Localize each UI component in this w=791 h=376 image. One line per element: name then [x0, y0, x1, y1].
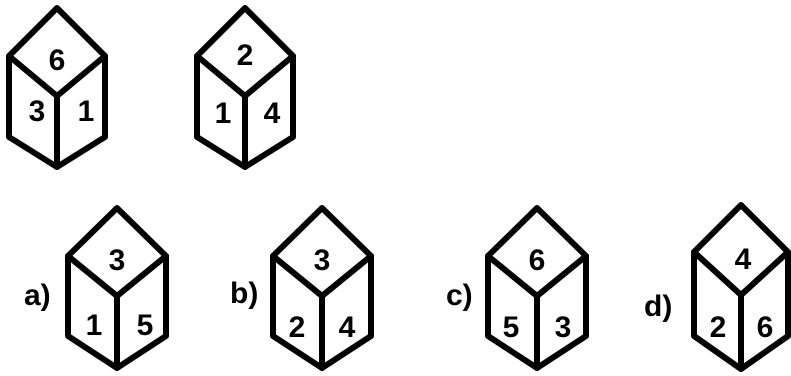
given-cube-1-right-face: 1: [78, 95, 95, 128]
given-cube-2: 2 1 4: [194, 5, 296, 170]
option-a-label: a): [24, 279, 51, 312]
option-c-label: c): [446, 279, 473, 312]
given-cube-2-left-face: 1: [215, 97, 232, 130]
option-a-right-face: 5: [137, 309, 154, 342]
option-a-top-face: 3: [109, 244, 126, 277]
option-c-left-face: 5: [503, 311, 520, 344]
given-cube-1-left-face: 3: [29, 95, 46, 128]
option-b-right-face: 4: [339, 311, 356, 344]
option-c[interactable]: c) 6 5 3: [446, 205, 589, 371]
given-cube-1: 6 3 1: [6, 5, 108, 170]
option-b-label: b): [230, 277, 258, 310]
option-d-left-face: 2: [710, 311, 727, 344]
option-a-left-face: 1: [86, 309, 103, 342]
given-cube-1-top-face: 6: [49, 44, 66, 77]
option-d[interactable]: d) 4 2 6: [644, 202, 791, 372]
given-cube-2-top-face: 2: [237, 39, 254, 72]
option-b[interactable]: b) 3 2 4: [230, 205, 374, 371]
option-d-top-face: 4: [735, 243, 752, 276]
given-cube-2-right-face: 4: [264, 97, 281, 130]
option-b-top-face: 3: [314, 244, 331, 277]
option-b-left-face: 2: [289, 311, 306, 344]
option-c-right-face: 3: [555, 311, 572, 344]
option-c-top-face: 6: [529, 244, 546, 277]
option-a[interactable]: a) 3 1 5: [24, 205, 169, 371]
option-d-right-face: 6: [757, 311, 774, 344]
option-d-label: d): [644, 290, 672, 323]
